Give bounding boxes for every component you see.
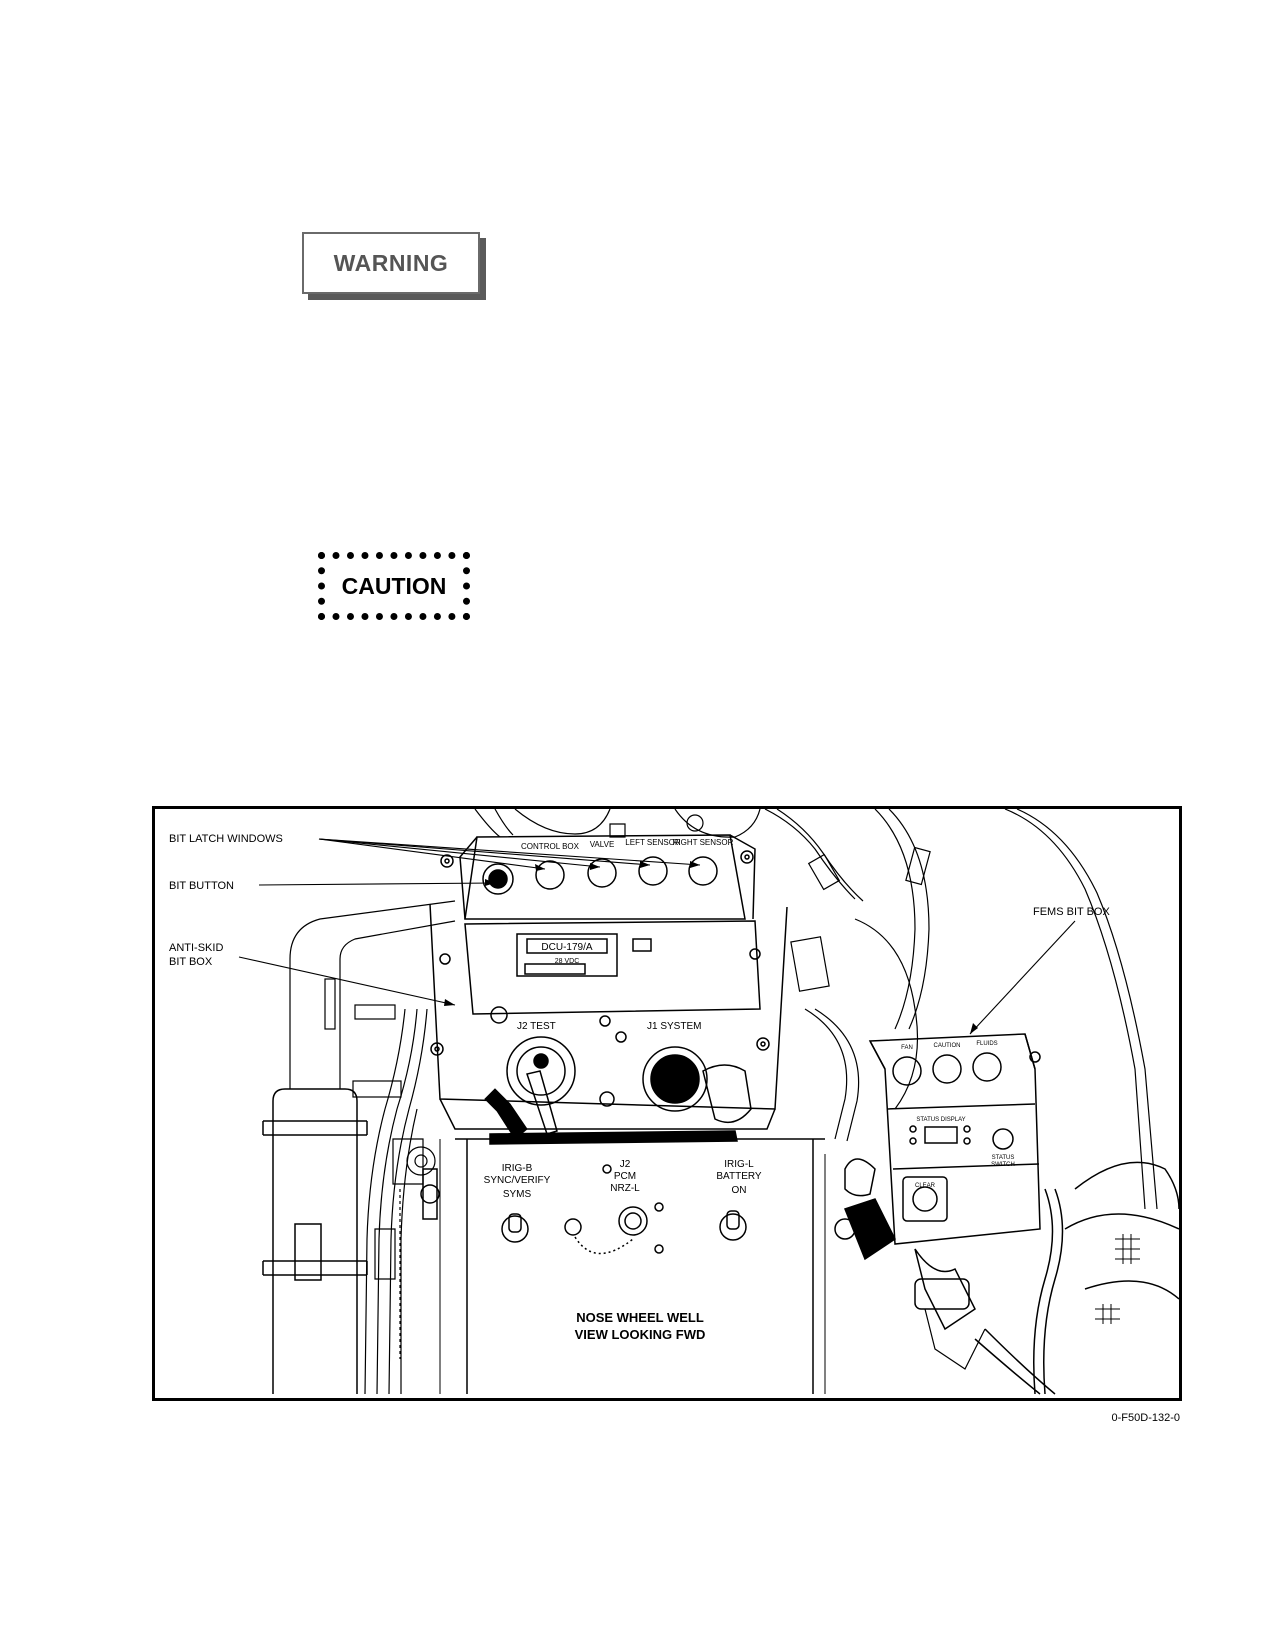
- callout-bit-latch-windows: BIT LATCH WINDOWS: [169, 833, 283, 845]
- fems-clear-label: CLEAR: [915, 1183, 936, 1189]
- panel-label-valve: VALVE: [590, 840, 615, 849]
- j1-system-label: J1 SYSTEM: [647, 1021, 701, 1032]
- lower-test-panel: IRIG-B SYNC/VERIFY SYMS J2 PCM NRZ-L IRI…: [420, 1138, 826, 1394]
- panel-label-left-sensor: LEFT SENSOR: [625, 838, 681, 847]
- j2-test-label: J2 TEST: [517, 1021, 556, 1032]
- j2-pcm-line3: NRZ-L: [610, 1183, 640, 1194]
- callout-fems-bit-box: FEMS BIT BOX: [1033, 906, 1110, 918]
- irig-battery-line3: ON: [732, 1185, 747, 1196]
- upper-tubing: [474, 809, 1158, 1210]
- dcu-voltage-label: 28 VDC: [555, 958, 580, 965]
- caption-line1: NOSE WHEEL WELL: [576, 1310, 704, 1325]
- fems-caution-label: CAUTION: [934, 1043, 961, 1049]
- irig-b-line2: SYNC/VERIFY: [484, 1175, 551, 1186]
- callouts: BIT LATCH WINDOWS BIT BUTTON ANTI-SKID B…: [169, 833, 1110, 1035]
- irig-battery-line2: BATTERY: [716, 1171, 762, 1182]
- callout-anti-skid-line1: ANTI-SKID: [169, 942, 223, 954]
- warning-text: WARNING: [333, 249, 449, 276]
- dcu-model-label: DCU-179/A: [541, 942, 592, 953]
- fems-fan-label: FAN: [901, 1045, 913, 1051]
- caption-line2: VIEW LOOKING FWD: [575, 1327, 706, 1342]
- fems-fluids-label: FLUIDS: [976, 1041, 997, 1047]
- irig-b-line3: SYMS: [503, 1189, 532, 1200]
- anti-skid-bit-box: CONTROL BOX VALVE LEFT SENSOR RIGHT SENS…: [429, 834, 788, 1145]
- fems-bit-box: FAN CAUTION FLUIDS STATUS DISPLAY STATUS…: [834, 1033, 1041, 1370]
- callout-bit-button: BIT BUTTON: [169, 880, 234, 892]
- nose-wheel-well-figure: CONTROL BOX VALVE LEFT SENSOR RIGHT SENS…: [152, 806, 1182, 1401]
- j2-pcm-line1: J2: [620, 1159, 631, 1170]
- j2-pcm-line2: PCM: [614, 1171, 636, 1182]
- left-cylinder: [262, 900, 456, 1394]
- panel-label-right-sensor: RIGHT SENSOR: [673, 838, 734, 847]
- figure-drawing: CONTROL BOX VALVE LEFT SENSOR RIGHT SENS…: [169, 809, 1179, 1395]
- panel-label-control: CONTROL BOX: [521, 842, 580, 851]
- caution-label: CAUTION: [318, 552, 470, 620]
- warning-label: WARNING: [302, 232, 480, 294]
- fems-status-switch-line2: SWITCH: [991, 1162, 1015, 1168]
- nose-wheel: [974, 1161, 1179, 1395]
- irig-battery-line1: IRIG-L: [724, 1159, 754, 1170]
- fems-status-display-label: STATUS DISPLAY: [916, 1117, 965, 1123]
- callout-anti-skid-line2: BIT BOX: [169, 956, 213, 968]
- fems-status-switch-line1: STATUS: [992, 1155, 1015, 1161]
- irig-b-line1: IRIG-B: [502, 1163, 533, 1174]
- caution-text: CAUTION: [341, 572, 447, 599]
- figure-id: 0-F50D-132-0: [1111, 1412, 1180, 1424]
